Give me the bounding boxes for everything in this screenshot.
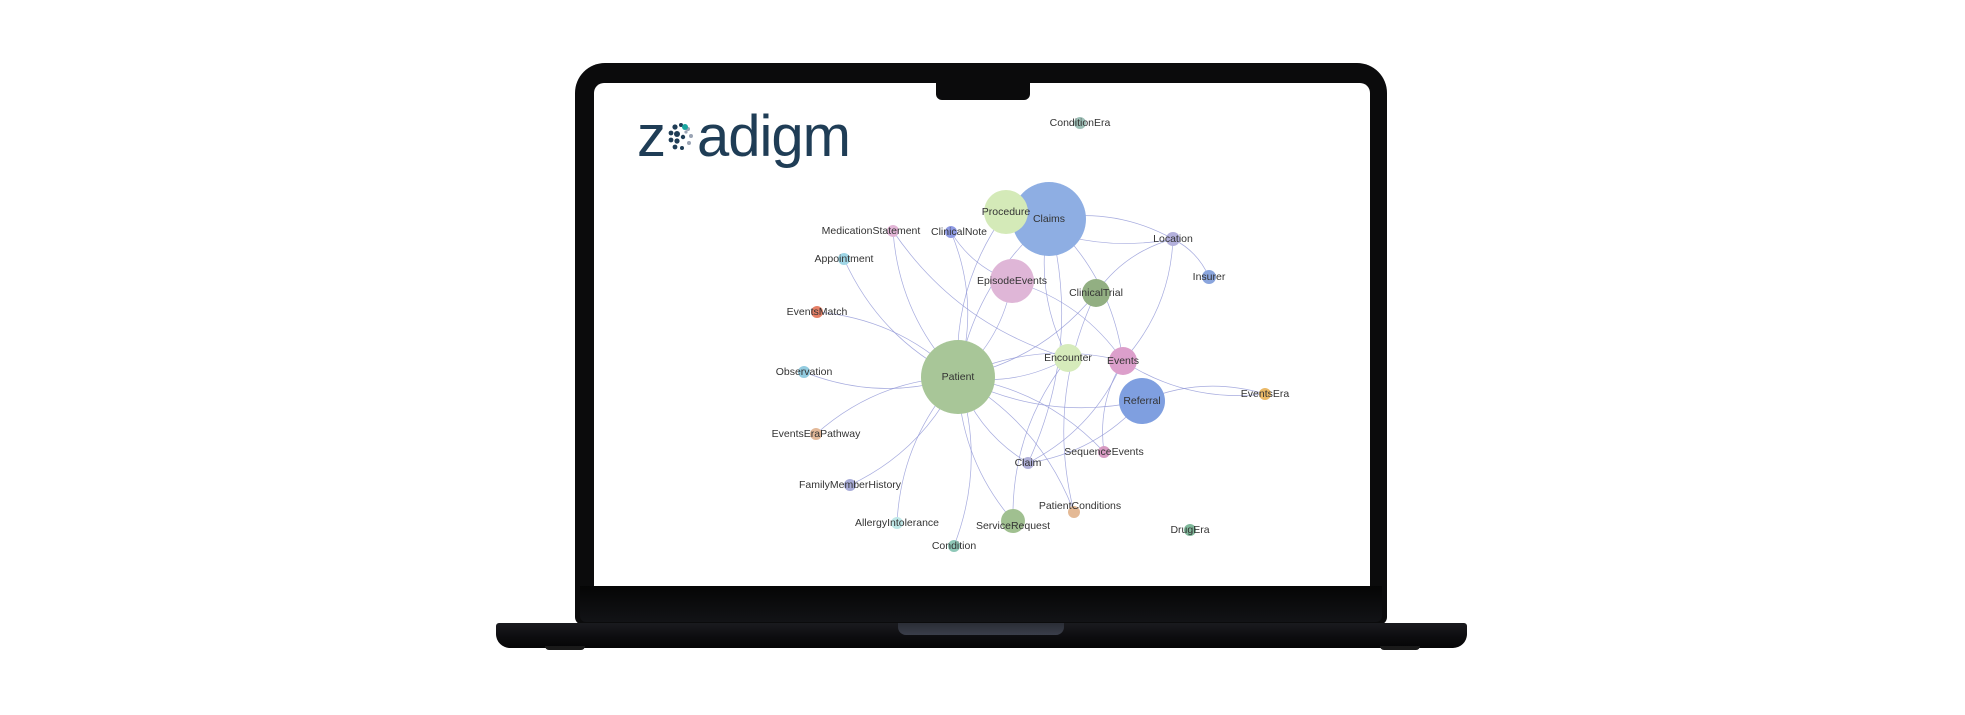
node-label: EventsEraPathway bbox=[772, 428, 861, 440]
node-label: AllergyIntolerance bbox=[855, 517, 939, 529]
node-label: Claim bbox=[1015, 457, 1042, 469]
graph-node-patient-conditions[interactable]: PatientConditions bbox=[1039, 500, 1121, 518]
graph-node-events-match[interactable]: EventsMatch bbox=[787, 306, 848, 318]
node-label: Encounter bbox=[1044, 352, 1092, 364]
graph-node-encounter[interactable]: Encounter bbox=[1044, 344, 1092, 372]
node-label: FamilyMemberHistory bbox=[799, 479, 902, 491]
graph-node-clinical-trial[interactable]: ClinicalTrial bbox=[1069, 279, 1123, 307]
graph-node-condition[interactable]: Condition bbox=[932, 540, 977, 552]
node-circle[interactable] bbox=[990, 259, 1034, 303]
node-circle[interactable] bbox=[1098, 446, 1110, 458]
laptop-foot-right bbox=[1380, 646, 1420, 650]
graph-node-events-era-pathway[interactable]: EventsEraPathway bbox=[772, 428, 861, 440]
graph-edge bbox=[1027, 360, 1124, 464]
node-label: Location bbox=[1153, 233, 1193, 245]
graph-edge bbox=[1095, 238, 1174, 294]
node-circle[interactable] bbox=[1109, 347, 1137, 375]
node-label: ClinicalNote bbox=[931, 226, 987, 238]
zoadigm-logo: z adigm bbox=[637, 104, 851, 169]
node-label: ServiceRequest bbox=[976, 520, 1050, 532]
node-circle[interactable] bbox=[838, 253, 850, 265]
node-circle[interactable] bbox=[921, 340, 995, 414]
graph-edge bbox=[892, 230, 1069, 359]
graph-edge bbox=[1122, 238, 1174, 362]
graph-node-appointment[interactable]: Appointment bbox=[815, 253, 874, 265]
node-circle[interactable] bbox=[1001, 509, 1025, 533]
node-label: Referral bbox=[1123, 395, 1160, 407]
camera-notch bbox=[936, 83, 1030, 100]
graph-node-patient[interactable]: Patient bbox=[921, 340, 995, 414]
graph-node-insurer[interactable]: Insurer bbox=[1193, 270, 1226, 284]
node-circle[interactable] bbox=[1012, 182, 1086, 256]
node-label: Insurer bbox=[1193, 271, 1226, 283]
node-label: Procedure bbox=[982, 206, 1031, 218]
node-circle[interactable] bbox=[887, 225, 899, 237]
graph-node-claims[interactable]: Claims bbox=[1012, 182, 1086, 256]
graph-node-service-request[interactable]: ServiceRequest bbox=[976, 509, 1050, 533]
node-label: Claims bbox=[1033, 213, 1065, 225]
node-circle[interactable] bbox=[1054, 344, 1082, 372]
node-label: DrugEra bbox=[1170, 524, 1209, 536]
logo-sphere-icon bbox=[668, 123, 693, 150]
node-circle[interactable] bbox=[891, 517, 903, 529]
node-label: EventsMatch bbox=[787, 306, 848, 318]
graph-node-events-era[interactable]: EventsEra bbox=[1241, 388, 1290, 400]
graph-node-clinical-note[interactable]: ClinicalNote bbox=[931, 226, 987, 238]
node-label: EpisodeEvents bbox=[977, 275, 1047, 287]
node-circle[interactable] bbox=[1119, 378, 1165, 424]
node-circle[interactable] bbox=[945, 226, 957, 238]
node-circle[interactable] bbox=[811, 306, 823, 318]
graph-edge bbox=[1063, 292, 1097, 513]
logo-suffix: adigm bbox=[697, 103, 851, 169]
graph-node-claim[interactable]: Claim bbox=[1015, 457, 1042, 469]
node-circle[interactable] bbox=[1022, 457, 1034, 469]
graph-node-events[interactable]: Events bbox=[1107, 347, 1139, 375]
graph-node-condition-era[interactable]: ConditionEra bbox=[1050, 117, 1111, 129]
node-circle[interactable] bbox=[1074, 117, 1086, 129]
laptop-foot-left bbox=[545, 646, 585, 650]
graph-edge bbox=[1122, 360, 1266, 396]
node-circle[interactable] bbox=[1202, 270, 1216, 284]
graph-node-procedure[interactable]: Procedure bbox=[982, 190, 1031, 234]
graph-node-referral[interactable]: Referral bbox=[1119, 378, 1165, 424]
graph-edge bbox=[1012, 357, 1069, 522]
node-label: ConditionEra bbox=[1050, 117, 1111, 129]
node-label: Condition bbox=[932, 540, 977, 552]
laptop-screen bbox=[594, 83, 1370, 586]
logo-prefix: z bbox=[637, 103, 666, 169]
node-label: EventsEra bbox=[1241, 388, 1290, 400]
node-circle[interactable] bbox=[1184, 524, 1196, 536]
laptop-opening-notch bbox=[898, 623, 1064, 635]
graph-node-sequence-events[interactable]: SequenceEvents bbox=[1064, 446, 1144, 458]
node-circle[interactable] bbox=[844, 479, 856, 491]
laptop-bezel-bottom bbox=[580, 586, 1382, 622]
node-circle[interactable] bbox=[948, 540, 960, 552]
node-label: Events bbox=[1107, 355, 1139, 367]
graph-node-drug-era[interactable]: DrugEra bbox=[1170, 524, 1210, 536]
graph-node-episode-events[interactable]: EpisodeEvents bbox=[977, 259, 1047, 303]
graph-node-allergy-intolerance[interactable]: AllergyIntolerance bbox=[855, 517, 939, 529]
graph-node-location[interactable]: Location bbox=[1153, 232, 1193, 246]
node-label: MedicationStatement bbox=[822, 225, 921, 237]
node-label: Patient bbox=[942, 371, 975, 383]
node-circle[interactable] bbox=[984, 190, 1028, 234]
node-label: ClinicalTrial bbox=[1069, 287, 1123, 299]
node-label: PatientConditions bbox=[1039, 500, 1121, 512]
graph-node-observation[interactable]: Observation bbox=[776, 366, 833, 378]
graph-node-medication-statement[interactable]: MedicationStatement bbox=[822, 225, 921, 237]
node-label: Appointment bbox=[815, 253, 874, 265]
node-circle[interactable] bbox=[1068, 506, 1080, 518]
node-label: Observation bbox=[776, 366, 833, 378]
node-circle[interactable] bbox=[1166, 232, 1180, 246]
node-circle[interactable] bbox=[798, 366, 810, 378]
node-circle[interactable] bbox=[810, 428, 822, 440]
node-circle[interactable] bbox=[1259, 388, 1271, 400]
graph-node-family-member-history[interactable]: FamilyMemberHistory bbox=[799, 479, 902, 491]
node-label: SequenceEvents bbox=[1064, 446, 1143, 458]
node-circle[interactable] bbox=[1082, 279, 1110, 307]
